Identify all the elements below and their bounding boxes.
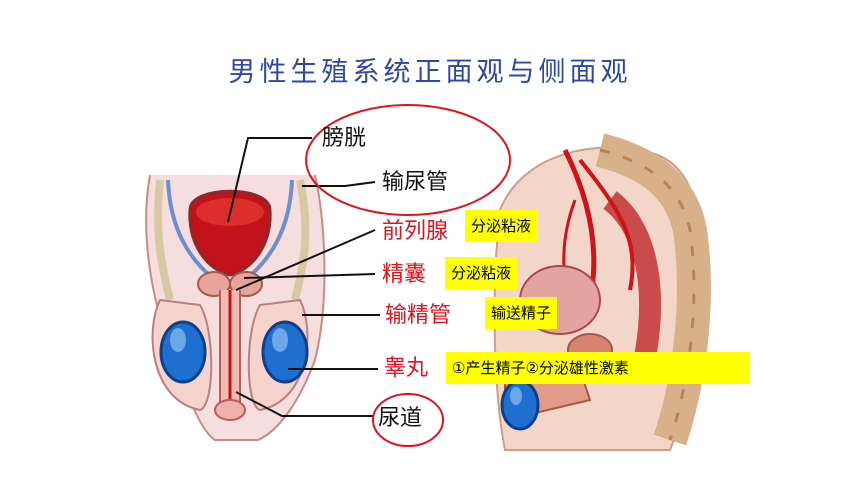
label-vas-deferens: 输尿管 [382,170,449,195]
page-title: 男性生殖系统正面观与侧面观 [228,57,632,88]
leader-lines [227,137,380,417]
function-tag-ejaculatory-duct: 输送精子 [485,297,558,329]
function-tag-testis: ①产生精子②分泌雄性激素 [446,352,750,384]
bladder-duct-highlight-circle [305,104,511,216]
label-prostate: 前列腺 [382,219,449,244]
front-view-illustration [145,174,326,441]
function-tag-seminal-vesicle: 分泌粘液 [445,257,518,289]
label-ejaculatory-duct: 输精管 [385,303,452,328]
urethra-highlight-circle [372,393,444,447]
label-seminal-vesicle: 精囊 [382,262,427,287]
function-tag-prostate: 分泌粘液 [465,210,538,242]
label-testis: 睾丸 [384,356,429,381]
label-bladder: 膀胱 [322,126,367,151]
label-urethra: 尿道 [378,406,423,431]
